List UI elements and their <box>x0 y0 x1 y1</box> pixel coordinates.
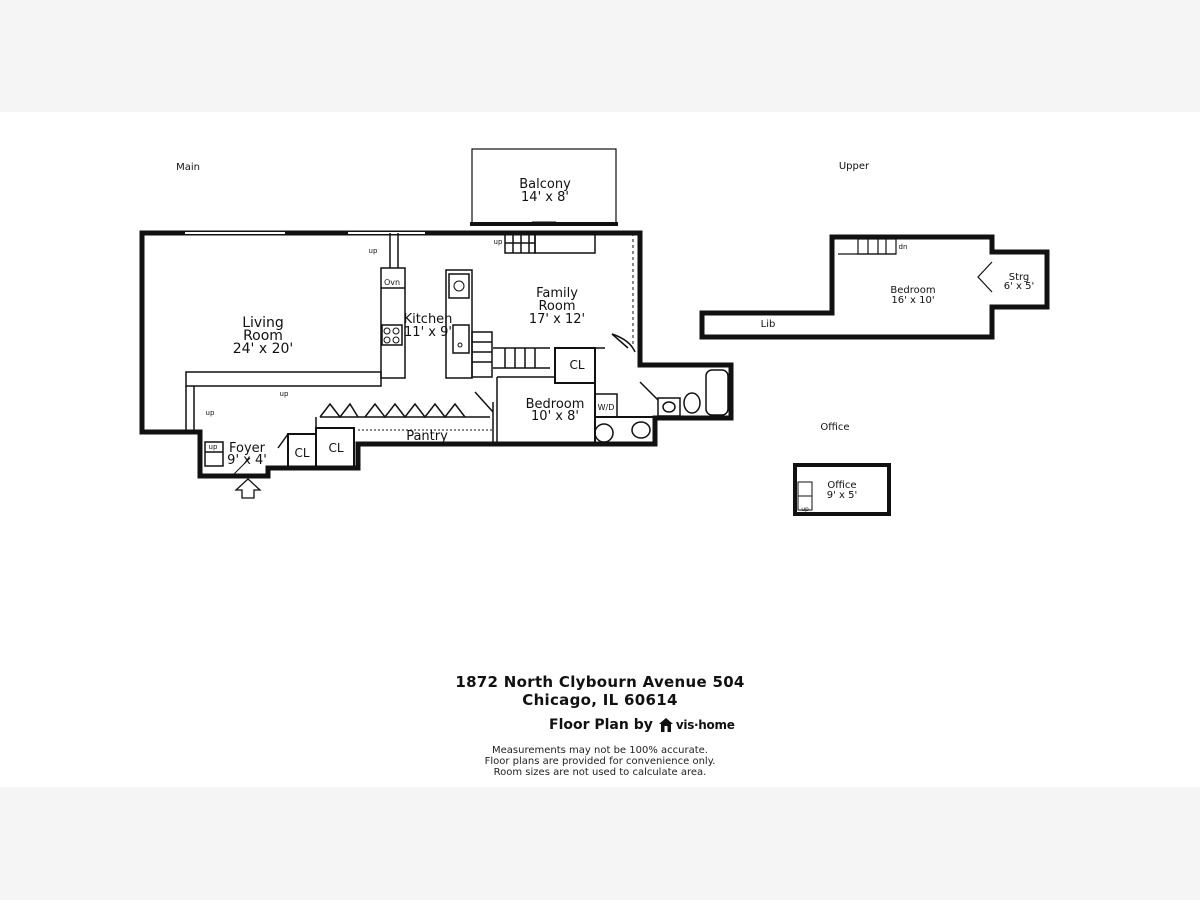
floor-plan-sheet: Main Upper Office Balcony 14' x 8' <box>0 112 1200 787</box>
closet-label-pantry: CL <box>328 441 343 455</box>
interior-walls <box>185 232 729 469</box>
house-icon <box>658 718 673 732</box>
office-name: Office <box>827 480 856 491</box>
balcony-name: Balcony <box>519 177 571 192</box>
family-room-name-1: Family <box>536 286 578 301</box>
office-size: 9' x 5' <box>827 490 858 501</box>
balcony-size: 14' x 8' <box>521 190 569 205</box>
stair-up-label-2: up <box>494 238 503 246</box>
stair-down-label-upper: dn <box>899 243 908 251</box>
oven-label: Ovn <box>384 278 400 287</box>
balcony <box>470 148 618 226</box>
bedroom-upper-name: Bedroom <box>890 285 935 296</box>
credit-label: Floor Plan by <box>549 717 653 733</box>
address-line-1: 1872 North Clybourn Avenue 504 <box>455 673 745 691</box>
floor-plan-drawing: Main Upper Office Balcony 14' x 8' <box>139 148 1050 516</box>
level-label-main: Main <box>176 162 200 173</box>
disclaimer-line-3: Room sizes are not used to calculate are… <box>493 767 707 778</box>
foyer-name: Foyer <box>229 441 266 456</box>
level-label-upper: Upper <box>839 161 870 172</box>
address-line-2: Chicago, IL 60614 <box>522 691 678 709</box>
entry-arrow-icon <box>231 457 262 499</box>
upper-level-walls <box>699 234 1050 340</box>
floor-plan-credit: Floor Plan by vis·home <box>549 714 735 736</box>
level-label-office: Office <box>820 422 849 433</box>
stair-up-label-office: up <box>801 506 809 513</box>
kitchen-name: Kitchen <box>404 312 453 327</box>
closet-label-bedroom: CL <box>569 358 584 372</box>
stair-up-label-1: up <box>369 247 378 255</box>
library-name: Lib <box>761 319 776 330</box>
disclaimer-line-2: Floor plans are provided for convenience… <box>484 756 716 767</box>
brand-logo: vis·home <box>658 717 735 733</box>
closet-label-foyer: CL <box>294 446 309 460</box>
living-room-size: 24' x 20' <box>233 341 294 357</box>
storage-size: 6' x 5' <box>1004 281 1035 292</box>
living-room-name-1: Living <box>242 315 284 331</box>
foyer-size: 9' x 4' <box>227 453 267 468</box>
family-room-name-2: Room <box>538 299 575 314</box>
stair-up-label-5: up <box>209 443 218 451</box>
living-room-name-2: Room <box>243 328 283 344</box>
main-level-walls <box>139 230 734 479</box>
bedroom-main-size: 10' x 8' <box>531 409 579 424</box>
storage-name: Strg <box>1009 272 1030 283</box>
stair-up-label-3: up <box>280 390 289 398</box>
stair-up-label-4: up <box>206 409 215 417</box>
kitchen-size: 11' x 9' <box>404 325 452 340</box>
brand-name: vis·home <box>675 718 735 732</box>
disclaimer-line-1: Measurements may not be 100% accurate. <box>492 745 708 756</box>
washer-dryer-label: W/D <box>598 403 615 412</box>
pantry-name: Pantry <box>406 429 448 444</box>
bedroom-main-name: Bedroom <box>526 397 585 412</box>
office-level-walls <box>793 463 891 516</box>
bedroom-upper-size: 16' x 10' <box>891 295 934 306</box>
family-room-size: 17' x 12' <box>529 312 585 327</box>
